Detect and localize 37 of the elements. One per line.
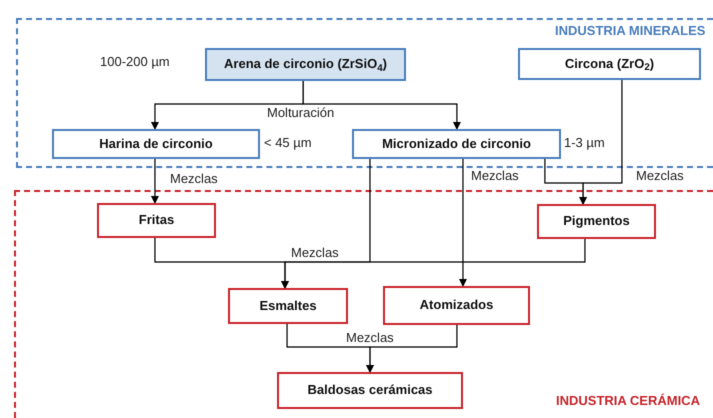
edge-label: Mezclas xyxy=(634,169,686,182)
box-label: Baldosas cerámicas xyxy=(307,382,433,399)
box-label: Atomizados xyxy=(420,297,494,314)
box-label: Circona (ZrO$_{2}$) xyxy=(564,56,654,72)
arrow xyxy=(302,81,461,130)
box-label: Pigmentos xyxy=(563,213,630,230)
industry-region xyxy=(16,18,713,168)
arrow xyxy=(150,159,159,204)
arrow xyxy=(579,80,623,205)
box-label: Harina de circonio xyxy=(99,136,213,152)
process-box xyxy=(52,129,260,159)
box-label: Micronizado de circonio xyxy=(382,136,531,152)
region-title: INDUSTRIA CERÁMICA xyxy=(556,394,700,407)
arrow xyxy=(458,159,467,287)
size-note: 1-3 µm xyxy=(564,136,605,149)
edge-label: Mezclas xyxy=(168,172,220,185)
process-box xyxy=(97,203,216,238)
edge-label: Mezclas xyxy=(344,331,396,344)
process-box xyxy=(277,372,463,409)
process-box xyxy=(537,204,656,239)
size-note: < 45 µm xyxy=(264,136,312,149)
box-label: Arena de circonio (ZrSiO$_{4}$) xyxy=(224,56,387,73)
arrow xyxy=(281,239,586,289)
box-label: Esmaltes xyxy=(259,298,317,314)
box-label: Fritas xyxy=(138,212,174,229)
process-box xyxy=(352,129,561,159)
industry-region xyxy=(14,190,713,418)
edge-label: Mezclas xyxy=(469,169,521,182)
process-box xyxy=(228,288,348,324)
process-box xyxy=(518,48,701,80)
arrow xyxy=(366,325,458,373)
process-box xyxy=(205,48,406,81)
process-box xyxy=(383,286,530,325)
edge-label: Mezclas xyxy=(289,246,341,259)
region-title: INDUSTRIA MINERALES xyxy=(555,24,706,37)
size-note: 100-200 µm xyxy=(100,55,170,68)
edge-label: Molturación xyxy=(265,106,336,119)
